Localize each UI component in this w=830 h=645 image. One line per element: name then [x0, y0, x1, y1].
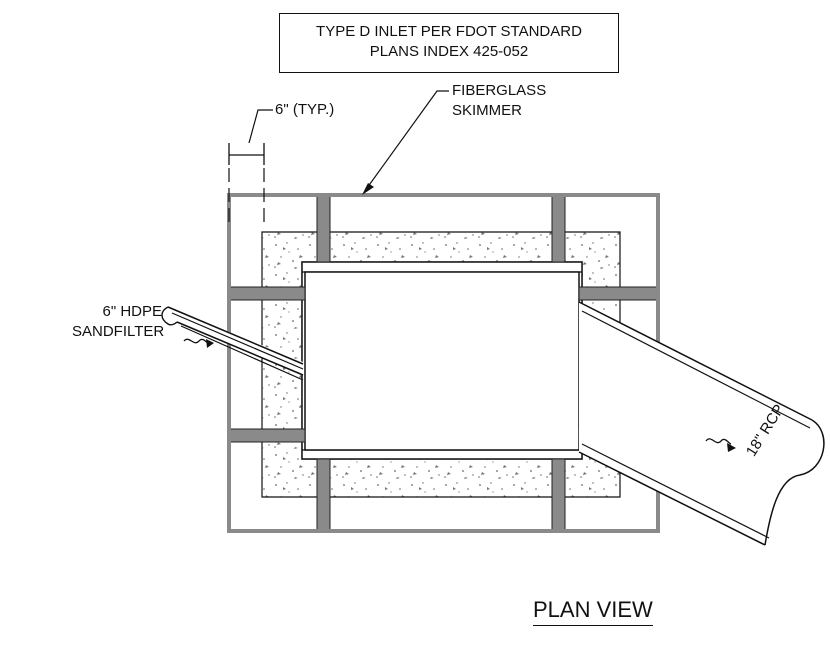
inlet-type-note: TYPE D INLET PER FDOT STANDARD PLANS IND… — [279, 13, 619, 73]
hdpe-label-line-2: SANDFILTER — [72, 323, 165, 340]
typ-dimension-label: 6" (TYP.) — [275, 101, 335, 118]
skimmer-label-line-1: FIBERGLASS — [452, 82, 547, 99]
rcp-pipe — [578, 301, 825, 546]
hdpe-sandfilter-label: 6" HDPE SANDFILTER — [72, 302, 165, 342]
typ-dimension — [228, 109, 273, 228]
view-title: PLAN VIEW — [533, 597, 653, 626]
skimmer-label: FIBERGLASS SKIMMER — [452, 81, 546, 121]
skimmer-leader — [362, 90, 449, 195]
hdpe-label-line-1: 6" HDPE — [102, 303, 162, 320]
title-line-2: PLANS INDEX 425-052 — [369, 43, 529, 60]
skimmer-label-line-2: SKIMMER — [452, 102, 523, 119]
inlet-box — [301, 261, 583, 460]
hdpe-sandfilter-pipe — [161, 306, 304, 381]
title-line-1: TYPE D INLET PER FDOT STANDARD — [316, 23, 582, 40]
